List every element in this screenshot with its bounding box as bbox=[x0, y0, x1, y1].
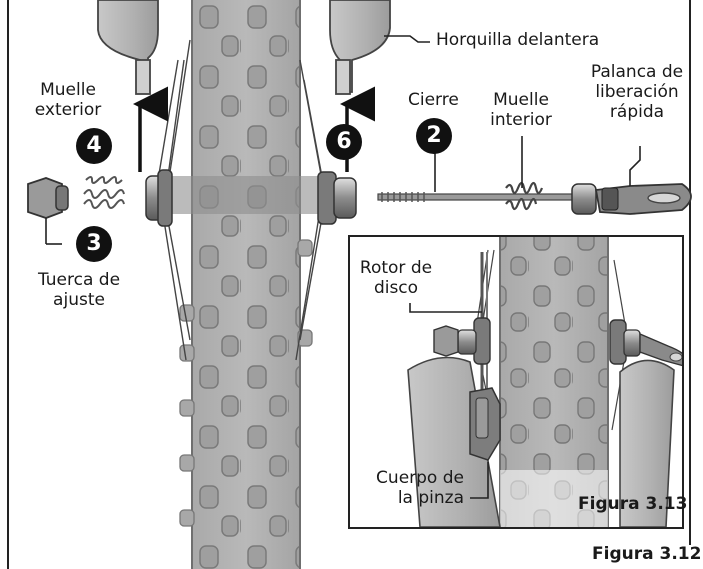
label-cierre: Cierre bbox=[408, 90, 459, 110]
fork-right bbox=[330, 0, 390, 94]
label-muelle-exterior: Muelle exterior bbox=[18, 80, 118, 120]
quick-release-skewer bbox=[378, 183, 691, 214]
label-tuerca: Tuerca de ajuste bbox=[12, 270, 146, 310]
label-horquilla: Horquilla delantera bbox=[436, 30, 599, 50]
right-hub bbox=[318, 172, 356, 224]
step-badge-3: 3 bbox=[76, 226, 112, 262]
adjusting-nut bbox=[28, 178, 68, 244]
label-pinza: Cuerpo de la pinza bbox=[352, 468, 464, 508]
label-rotor: Rotor de disco bbox=[352, 258, 440, 298]
label-muelle-interior: Muelle interior bbox=[476, 90, 566, 130]
left-hub bbox=[146, 170, 172, 226]
step-badge-2: 2 bbox=[416, 118, 452, 154]
front-tire bbox=[180, 0, 312, 569]
figure-caption-main: Figura 3.12 bbox=[592, 544, 701, 564]
step-badge-4: 4 bbox=[76, 128, 112, 164]
figure-caption-inset: Figura 3.13 bbox=[578, 494, 687, 514]
label-palanca: Palanca de liberación rápida bbox=[572, 62, 702, 122]
step-badge-6: 6 bbox=[326, 124, 362, 160]
